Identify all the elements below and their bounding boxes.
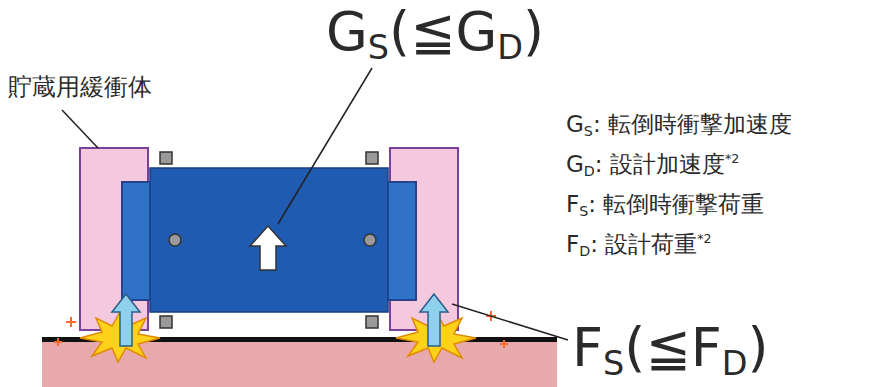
load-arrow (112, 294, 448, 346)
symbol-heading: FS(≦FD) (572, 318, 769, 377)
impact-burst (80, 312, 476, 362)
part-label: 貯蔵用緩衝体 (8, 74, 152, 100)
definition: FD: 設計荷重*2 (566, 232, 712, 257)
cask-body (150, 168, 388, 312)
definition: GD: 設計加速度*2 (566, 152, 739, 177)
trunnion (160, 152, 378, 328)
definition: FS: 転倒時衝撃荷重 (566, 192, 764, 217)
symbol-heading: GS(≦GD) (326, 2, 544, 61)
leader-line (62, 68, 568, 340)
acceleration-arrow (250, 226, 286, 270)
definition: GS: 転倒時衝撃加速度 (566, 112, 792, 137)
